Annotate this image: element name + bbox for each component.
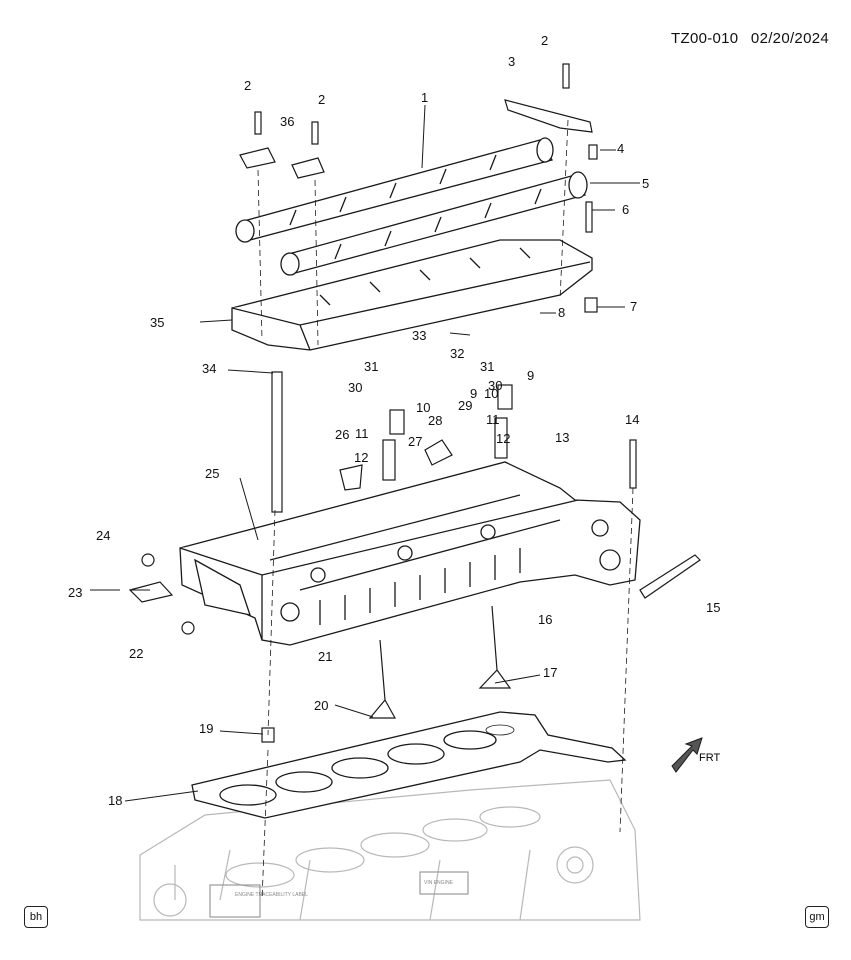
cylinder-head [179,461,641,646]
callout-label-7: 7 [630,299,637,314]
leader-lines [90,104,640,802]
callout-label-20: 20 [314,698,328,713]
callout-label-3: 3 [508,54,515,69]
engine-block-ghost [139,779,641,921]
callout-label-1: 1 [421,90,428,105]
callout-label-24: 24 [96,528,110,543]
gm-logo: gm [805,906,829,928]
callout-label-17: 17 [543,665,557,680]
document-id: TZ00-010 [671,30,739,47]
bh-badge: bh [24,906,48,928]
callout-label-33: 33 [412,328,426,343]
callout-label-12: 12 [354,450,368,465]
callout-label-32: 32 [450,346,464,361]
callout-label-5: 5 [642,176,649,191]
callout-label-2: 2 [244,78,251,93]
callout-label-30: 30 [348,380,362,395]
vin-engine-label-text: VIN ENGINE [424,880,454,886]
engine-traceability-label-text: ENGINE TRACEABILITY LABEL [235,892,308,898]
callout-label-14: 14 [625,412,639,427]
callout-label-6: 6 [622,202,629,217]
callout-label-9: 9 [470,386,477,401]
alignment-dashes [257,119,634,901]
callout-label-4: 4 [617,141,624,156]
callout-label-21: 21 [318,649,332,664]
callout-label-35: 35 [150,315,164,330]
callout-label-27: 27 [408,434,422,449]
callout-label-23: 23 [68,585,82,600]
callout-label-36: 36 [280,114,294,129]
diagram-header: TZ00-010 02/20/2024 [663,30,829,47]
callout-label-10: 10 [416,400,430,415]
callout-label-18: 18 [108,793,122,808]
callout-label-31: 31 [364,359,378,374]
callout-label-29: 29 [458,398,472,413]
callout-label-31: 31 [480,359,494,374]
callout-label-19: 19 [199,721,213,736]
callout-label-10: 10 [484,386,498,401]
front-direction-label: FRT [699,752,720,764]
cam-caps-and-bolts [128,63,701,743]
callout-label-12: 12 [496,431,510,446]
callout-label-9: 9 [527,368,534,383]
callout-label-22: 22 [129,646,143,661]
callout-label-34: 34 [202,361,216,376]
callout-label-11: 11 [486,412,500,427]
callout-label-25: 25 [205,466,219,481]
callout-label-15: 15 [706,600,720,615]
callout-label-30: 30 [488,378,502,393]
callout-label-16: 16 [538,612,552,627]
document-date: 02/20/2024 [750,30,829,47]
front-direction-arrow [671,737,703,773]
callout-label-26: 26 [335,427,349,442]
callout-label-13: 13 [555,430,569,445]
callout-label-28: 28 [428,413,442,428]
callout-label-2: 2 [541,33,548,48]
camshaft-carrier [231,239,593,351]
head-gasket [191,711,627,819]
callout-label-8: 8 [558,305,565,320]
camshafts [235,137,588,276]
callout-label-2: 2 [318,92,325,107]
callout-label-11: 11 [355,426,369,441]
